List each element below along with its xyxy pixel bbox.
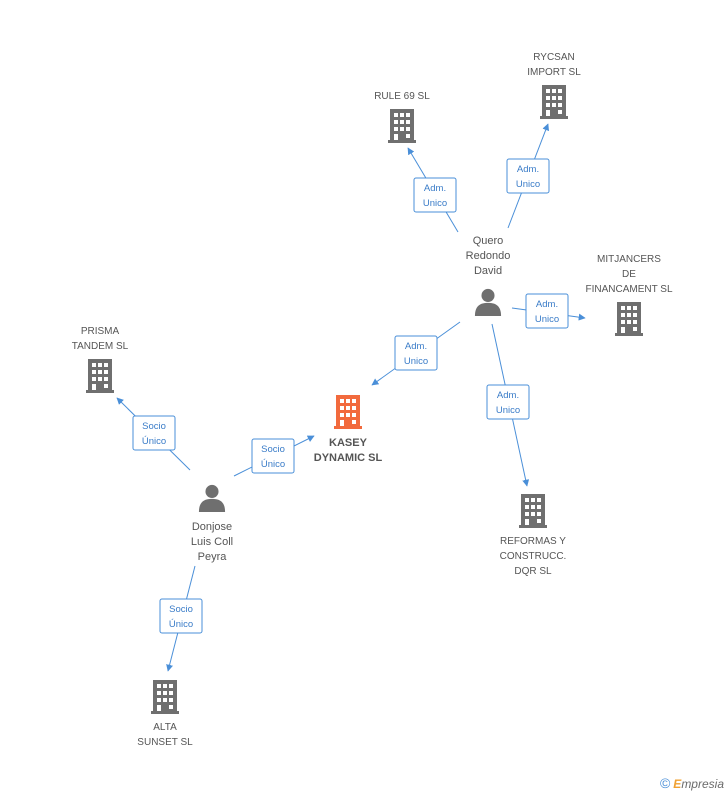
building-icon	[388, 109, 416, 143]
node-kasey[interactable]: KASEY DYNAMIC SL	[314, 395, 383, 464]
node-label: RYCSAN	[533, 52, 575, 63]
edge-label-text: Adm.	[536, 299, 558, 310]
edge-quero-to-rycsan: Adm. Unico	[506, 123, 550, 229]
brand-logo: Empresia	[673, 777, 724, 791]
edge-label-text: Unico	[496, 405, 520, 416]
node-label: Redondo	[466, 250, 511, 262]
footer-brand[interactable]: ©Empresia	[660, 775, 724, 791]
node-prisma[interactable]: PRISMA TANDEM SL	[72, 326, 129, 393]
edge-label-text: Socio	[169, 604, 193, 615]
edge-label-text: Adm.	[405, 341, 427, 352]
edge-label-text: Socio	[142, 421, 166, 432]
building-icon	[540, 85, 568, 119]
node-reformas[interactable]: REFORMAS Y CONSTRUCC. DQR SL	[500, 494, 567, 577]
node-mitjancers[interactable]: MITJANCERS DE FINANCAMENT SL	[585, 254, 673, 336]
node-label: KASEY	[329, 437, 368, 449]
person-icon	[474, 288, 502, 316]
node-label: Luis Coll	[191, 536, 233, 548]
node-label: CONSTRUCC.	[500, 551, 567, 562]
edge-label-text: Unico	[404, 356, 428, 367]
node-label: RULE 69 SL	[374, 91, 430, 102]
edge-label-box[interactable]	[525, 293, 569, 329]
node-label: REFORMAS Y	[500, 536, 566, 547]
node-label: FINANCAMENT SL	[585, 284, 672, 295]
edge-label-box[interactable]	[251, 438, 295, 474]
nodes-layer: KASEY DYNAMIC SL QueroRedondoDavidDonjoseL…	[72, 52, 673, 748]
node-alta[interactable]: ALTA SUNSET SL	[137, 680, 193, 748]
node-label: DYNAMIC SL	[314, 452, 383, 464]
node-label: DQR SL	[514, 566, 552, 577]
building-icon	[151, 680, 179, 714]
edge-label-text: Unico	[535, 314, 559, 325]
node-label: Peyra	[198, 551, 228, 563]
node-label: TANDEM SL	[72, 341, 129, 352]
node-label: ALTA	[153, 722, 177, 733]
node-label: MITJANCERS	[597, 254, 661, 265]
edge-label-text: Único	[169, 619, 193, 630]
node-rule69[interactable]: RULE 69 SL	[374, 91, 430, 143]
edge-label-box[interactable]	[413, 177, 457, 213]
node-label: Donjose	[192, 521, 232, 533]
node-label: Quero	[473, 235, 504, 247]
edge-quero-to-mitjancers: Adm. Unico	[511, 293, 586, 329]
edge-label-box[interactable]	[506, 158, 550, 194]
node-label: DE	[622, 269, 636, 280]
node-label: David	[474, 265, 502, 277]
edge-label-box[interactable]	[159, 598, 203, 634]
edge-label-text: Adm.	[497, 390, 519, 401]
edges-layer: Adm.UnicoAdm.UnicoAdm.UnicoAdm.UnicoAdm.…	[116, 123, 586, 672]
edge-label-text: Unico	[423, 198, 447, 209]
edge-label-box[interactable]	[132, 415, 176, 451]
edge-quero-to-kasey: Adm. Unico	[371, 321, 461, 386]
edge-label-text: Adm.	[424, 183, 446, 194]
edge-label-text: Socio	[261, 444, 285, 455]
edge-label-box[interactable]	[394, 335, 438, 371]
edge-label-box[interactable]	[486, 384, 530, 420]
edge-label-text: Adm.	[517, 164, 539, 175]
edge-label-text: Único	[142, 436, 166, 447]
copyright-icon: ©	[659, 775, 671, 791]
node-label: SUNSET SL	[137, 737, 193, 748]
edge-quero-to-reformas: Adm. Unico	[486, 323, 530, 487]
node-label: PRISMA	[81, 326, 120, 337]
edge-quero-to-rule69: Adm. Unico	[407, 147, 459, 233]
building-icon	[519, 494, 547, 528]
node-rycsan[interactable]: RYCSAN IMPORT SL	[527, 52, 581, 119]
person-icon	[198, 484, 226, 512]
edge-label-text: Único	[261, 459, 285, 470]
building-icon	[334, 395, 362, 429]
building-icon	[615, 302, 643, 336]
edge-label-text: Unico	[516, 179, 540, 190]
node-label: IMPORT SL	[527, 67, 581, 78]
building-icon	[86, 359, 114, 393]
